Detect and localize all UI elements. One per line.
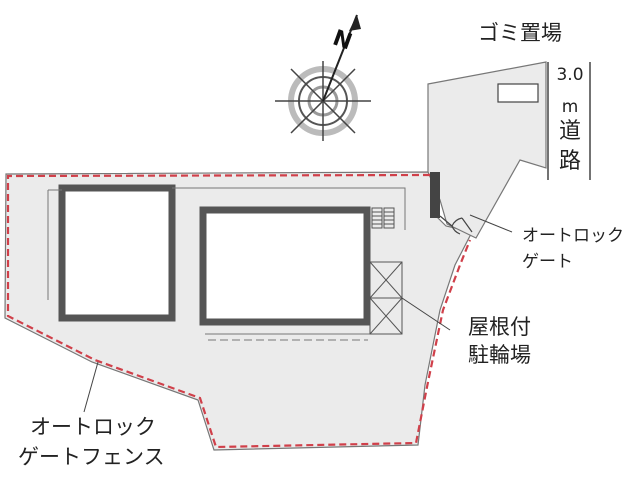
road-label-2: 路 [558,149,581,174]
gate-door-2 [451,217,473,233]
building-1 [58,184,176,322]
garbage-label: ゴミ置場 [478,21,562,45]
compass-rose-icon [275,14,371,141]
gate-door [439,215,461,235]
road-width: 3.0 [556,65,584,85]
fence-label-2: ゲートフェンス [18,445,165,469]
road-unit: m [561,97,579,117]
bike-parking [369,261,403,335]
autolock-gate-label-1: オートロック [522,226,624,246]
bike-leader [401,297,451,331]
garbage-area [497,83,539,103]
building-2 [199,206,371,326]
bike-parking-label-1: 屋根付 [468,315,531,339]
gate-leader [469,214,513,233]
autolock-gate-label-2: ゲート [522,252,573,272]
fence-label-1: オートロック [30,415,156,439]
gate-wall [430,172,440,218]
road-label-1: 道 [558,119,581,144]
building-outline [47,187,406,300]
fence-leader [83,361,99,413]
meter-boxes [371,207,395,229]
bike-parking-label-2: 駐輪場 [468,343,531,367]
